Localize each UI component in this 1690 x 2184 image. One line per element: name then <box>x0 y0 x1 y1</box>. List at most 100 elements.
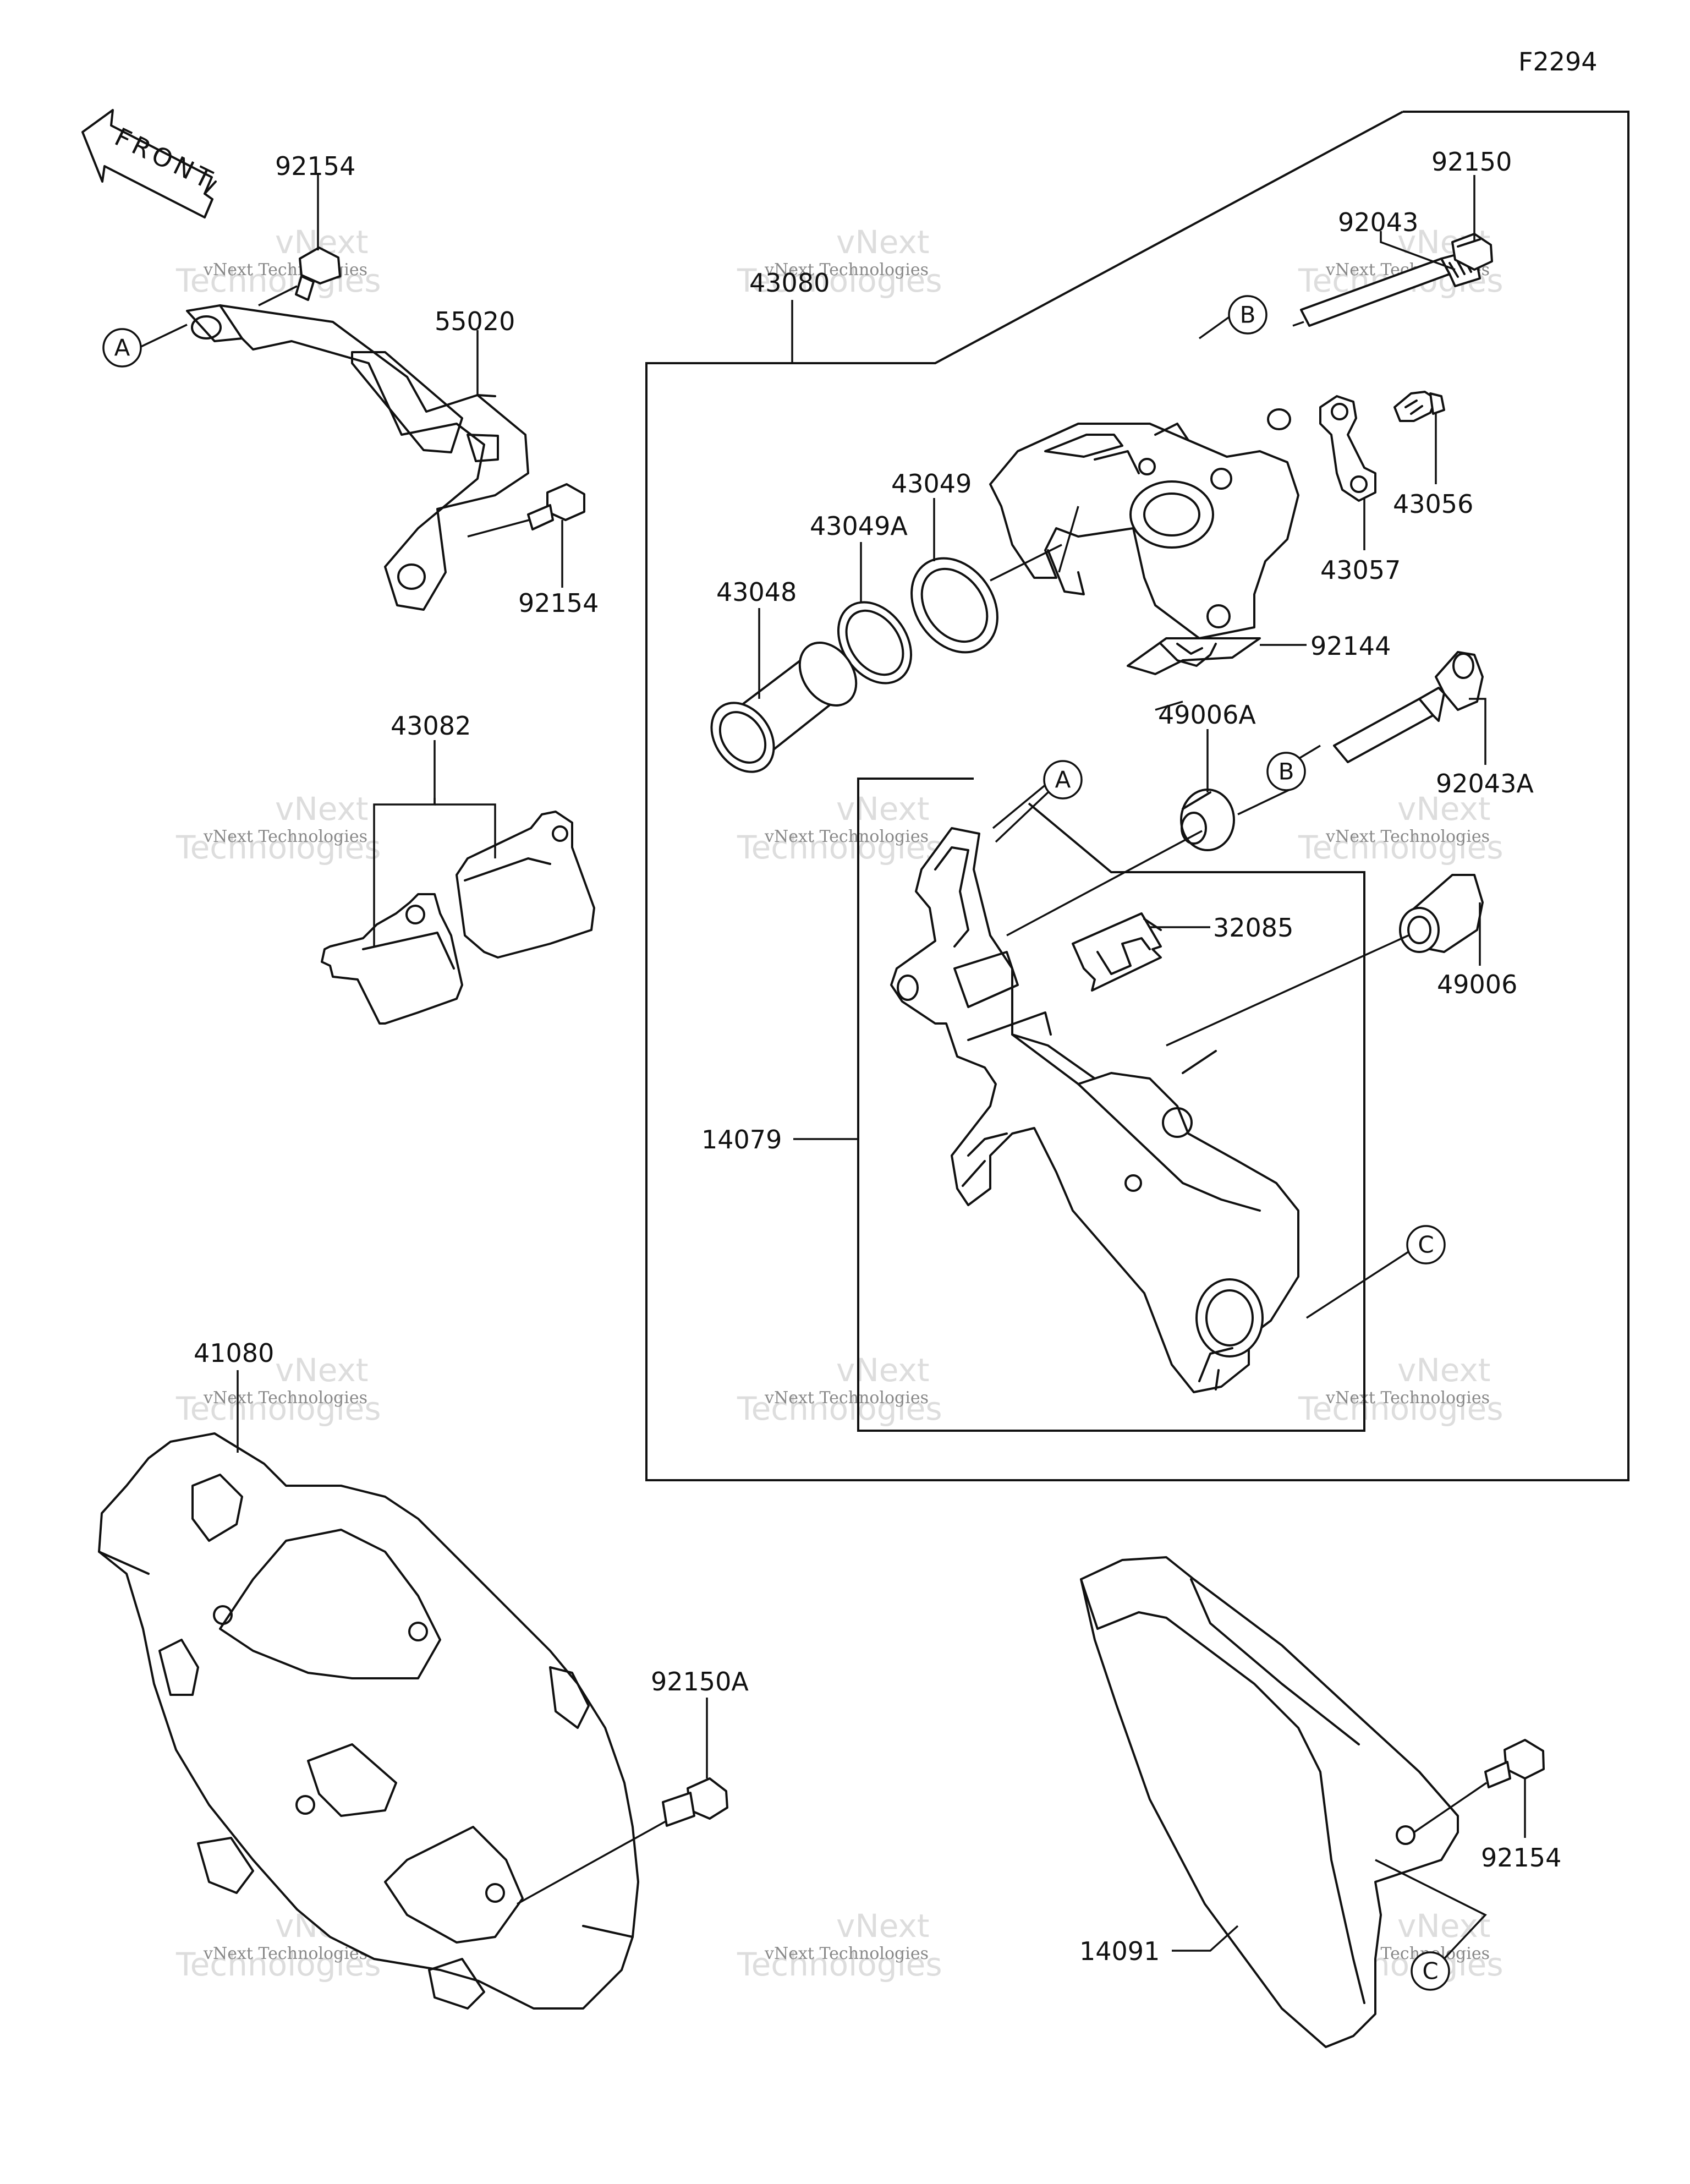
pad-spring-92144 <box>1127 637 1261 675</box>
svg-text:vNext: vNext <box>836 1351 929 1389</box>
watermark-group: Technologies vNext vNext Technologies Te… <box>175 223 1504 1983</box>
callout-b-label: B <box>1240 302 1256 329</box>
bolt-92150A <box>517 1777 728 1905</box>
callout-c-label: C <box>1418 1231 1434 1258</box>
bleeder-valve-43056 <box>1393 391 1445 422</box>
watermark: Technologies vNext vNext Technologies <box>1298 1351 1504 1427</box>
svg-text:vNext Technologies: vNext Technologies <box>203 260 367 280</box>
svg-text:vNext: vNext <box>1397 1907 1490 1945</box>
watermark: Technologies vNext vNext Technologies <box>737 790 942 866</box>
label-43048: 43048 <box>716 577 797 607</box>
callout-c-label-2: C <box>1422 1958 1438 1985</box>
svg-text:vNext Technologies: vNext Technologies <box>203 1944 367 1963</box>
leader-callout-b-top <box>1198 314 1233 340</box>
callout-a-bracket <box>102 328 142 368</box>
svg-text:Technologies: Technologies <box>175 262 381 299</box>
diagram-code: F2294 <box>1518 47 1598 76</box>
caliper-bracket-subframe-14079 <box>857 778 1365 1432</box>
svg-text:Technologies: Technologies <box>175 829 381 866</box>
svg-text:vNext: vNext <box>836 790 929 828</box>
label-92154-bottom: 92154 <box>1481 1843 1561 1873</box>
watermark: Technologies vNext vNext Technologies <box>1298 790 1504 866</box>
svg-text:vNext: vNext <box>836 1907 929 1945</box>
slide-pin-92043A <box>1333 651 1484 763</box>
label-43082: 43082 <box>391 711 471 741</box>
disc-guard-14091 <box>1080 1556 1459 2048</box>
label-32085: 32085 <box>1213 913 1293 943</box>
callout-b-slide-pin <box>1266 752 1306 791</box>
svg-text:vNext: vNext <box>1397 790 1490 828</box>
svg-text:Technologies: Technologies <box>737 829 942 866</box>
leader-callout-a-mid <box>992 783 1047 829</box>
caliper-bracket-14079 <box>890 827 1299 1393</box>
svg-text:Technologies: Technologies <box>175 1390 381 1427</box>
svg-text:Technologies: Technologies <box>1298 1390 1504 1427</box>
callout-b-caliper <box>1228 295 1268 335</box>
watermark: Technologies vNext vNext Technologies <box>175 1907 381 1983</box>
label-43080: 43080 <box>749 268 830 298</box>
leader-callout-a-left <box>138 324 188 349</box>
svg-text:vNext Technologies: vNext Technologies <box>764 1944 929 1963</box>
svg-text:Technologies: Technologies <box>175 1946 381 1983</box>
leader-43082-b <box>435 803 496 858</box>
svg-text:vNext: vNext <box>275 1351 368 1389</box>
label-49006: 49006 <box>1437 970 1517 999</box>
svg-text:vNext Technologies: vNext Technologies <box>764 260 929 280</box>
caliper-assembly-frame-43080 <box>645 111 1629 1481</box>
leader-92043 <box>1380 231 1456 271</box>
label-41080: 41080 <box>194 1338 274 1368</box>
label-49006A: 49006A <box>1158 700 1256 730</box>
pad-spring-32085 <box>1072 912 1162 992</box>
label-92150A: 92150A <box>651 1667 749 1696</box>
bolt-92154-bottom <box>1413 1739 1545 1833</box>
svg-text:vNext Technologies: vNext Technologies <box>1325 1388 1490 1408</box>
caliper-leader-lines <box>995 506 1409 1047</box>
svg-text:vNext Technologies: vNext Technologies <box>764 827 929 846</box>
svg-text:Technologies: Technologies <box>737 1946 942 1983</box>
label-14079: 14079 <box>701 1125 782 1154</box>
leader-callout-c-right <box>1306 1251 1409 1319</box>
svg-text:vNext Technologies: vNext Technologies <box>764 1388 929 1408</box>
seal-43049 <box>910 544 1062 654</box>
svg-text:Technologies: Technologies <box>737 262 942 299</box>
boot-49006A <box>1180 789 1235 851</box>
brake-hose-bracket-55020 <box>186 304 529 611</box>
watermark: Technologies vNext vNext Technologies <box>175 223 381 299</box>
callout-b-label-2: B <box>1279 758 1294 785</box>
label-43049A: 43049A <box>810 511 908 541</box>
watermark: Technologies vNext vNext Technologies <box>737 1907 942 1983</box>
svg-text:Technologies: Technologies <box>1298 829 1504 866</box>
callout-a-label-2: A <box>1055 767 1071 793</box>
bolt-92154-mid <box>467 483 585 538</box>
svg-text:vNext: vNext <box>275 790 368 828</box>
label-55020: 55020 <box>435 306 515 336</box>
svg-text:vNext: vNext <box>836 223 929 261</box>
label-92154-mid: 92154 <box>518 588 599 618</box>
piston-43048 <box>710 642 858 773</box>
bolt-92154-top <box>258 247 341 306</box>
label-92043: 92043 <box>1338 207 1418 237</box>
svg-text:vNext Technologies: vNext Technologies <box>203 827 367 846</box>
front-direction-arrow: FRONT <box>81 109 221 218</box>
watermark: Technologies vNext vNext Technologies <box>175 790 381 866</box>
watermark: Technologies vNext vNext Technologies <box>175 1351 381 1427</box>
caliper-body-43080 <box>989 408 1299 639</box>
svg-text:Technologies: Technologies <box>737 1390 942 1427</box>
callout-a-caliper-bracket <box>1043 760 1083 800</box>
label-43056: 43056 <box>1393 489 1473 519</box>
svg-text:vNext Technologies: vNext Technologies <box>1325 827 1490 846</box>
brake-disc-41080 <box>98 1432 639 2010</box>
seal-43049A <box>837 601 913 685</box>
boot-49006 <box>1399 874 1484 953</box>
callout-a-label: A <box>114 335 130 362</box>
label-92150: 92150 <box>1431 147 1512 177</box>
link-43057 <box>1319 395 1376 502</box>
watermark: Technologies vNext vNext Technologies <box>737 1351 942 1427</box>
svg-text:vNext: vNext <box>1397 1351 1490 1389</box>
label-43049: 43049 <box>891 469 972 499</box>
callout-c-guard <box>1411 1951 1450 1991</box>
label-92154-top: 92154 <box>275 151 355 181</box>
svg-text:vNext Technologies: vNext Technologies <box>203 1388 367 1408</box>
